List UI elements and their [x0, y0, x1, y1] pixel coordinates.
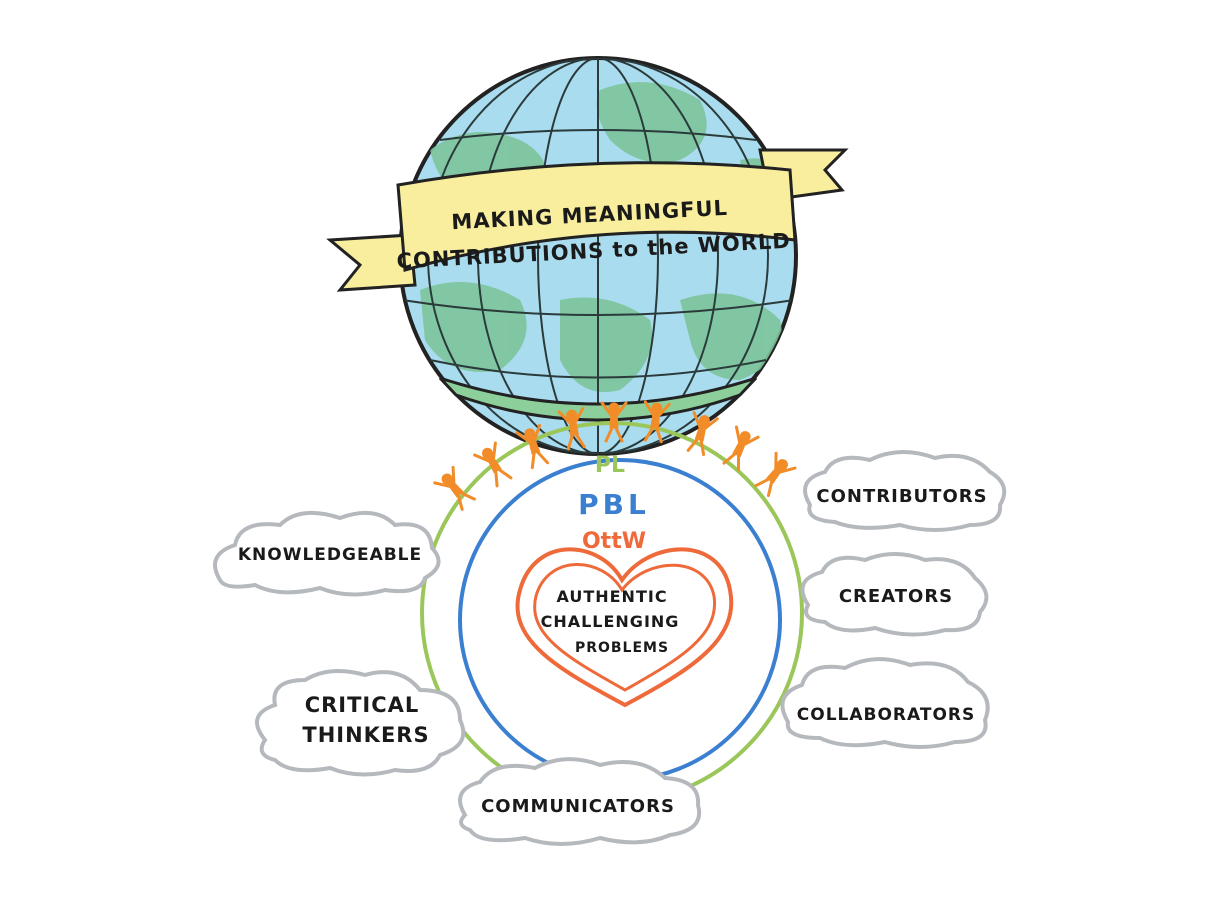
heart-inner [533, 563, 717, 692]
globe-stand [438, 376, 758, 422]
person-figure [718, 425, 760, 474]
person-figure [473, 441, 516, 490]
inner-ring-label: OttW [582, 529, 646, 554]
cloud-creators: CREATORS [800, 552, 989, 637]
cloud-label: CREATORS [839, 586, 953, 607]
heart-outer [515, 547, 734, 708]
cloud-shape [803, 449, 1007, 532]
cloud-shape [800, 552, 989, 637]
banner-tail-left [326, 233, 417, 292]
heart-line-2: CHALLENGING [541, 612, 680, 631]
cloud-label: KNOWLEDGEABLE [238, 545, 422, 565]
cloud-communicators: COMMUNICATORS [458, 757, 702, 846]
cloud-shape [213, 510, 441, 597]
outer-ring-label: PL [595, 453, 625, 478]
cloud-label-line-2: THINKERS [302, 723, 429, 747]
heart-line-3: PROBLEMS [575, 640, 669, 656]
cloud-label-line-1: CRITICAL [305, 693, 420, 717]
cloud-shape [780, 657, 990, 749]
heart: AUTHENTIC CHALLENGING PROBLEMS [515, 547, 734, 708]
cloud-critical-thinkers: CRITICAL THINKERS [255, 669, 466, 777]
middle-ring-label: PBL [578, 488, 650, 521]
cloud-contributors: CONTRIBUTORS [803, 449, 1007, 532]
cloud-knowledgeable: KNOWLEDGEABLE [213, 510, 441, 597]
banner: MAKING MEANINGFUL CONTRIBUTIONS to the W… [326, 148, 849, 292]
cloud-collaborators: COLLABORATORS [780, 657, 990, 749]
cloud-shape [255, 669, 466, 777]
banner-band [396, 161, 797, 272]
cloud-label: CONTRIBUTORS [816, 486, 987, 507]
cloud-shape [458, 757, 702, 846]
cloud-label: COLLABORATORS [797, 705, 975, 725]
cloud-label: COMMUNICATORS [481, 796, 675, 817]
heart-line-1: AUTHENTIC [556, 587, 667, 606]
